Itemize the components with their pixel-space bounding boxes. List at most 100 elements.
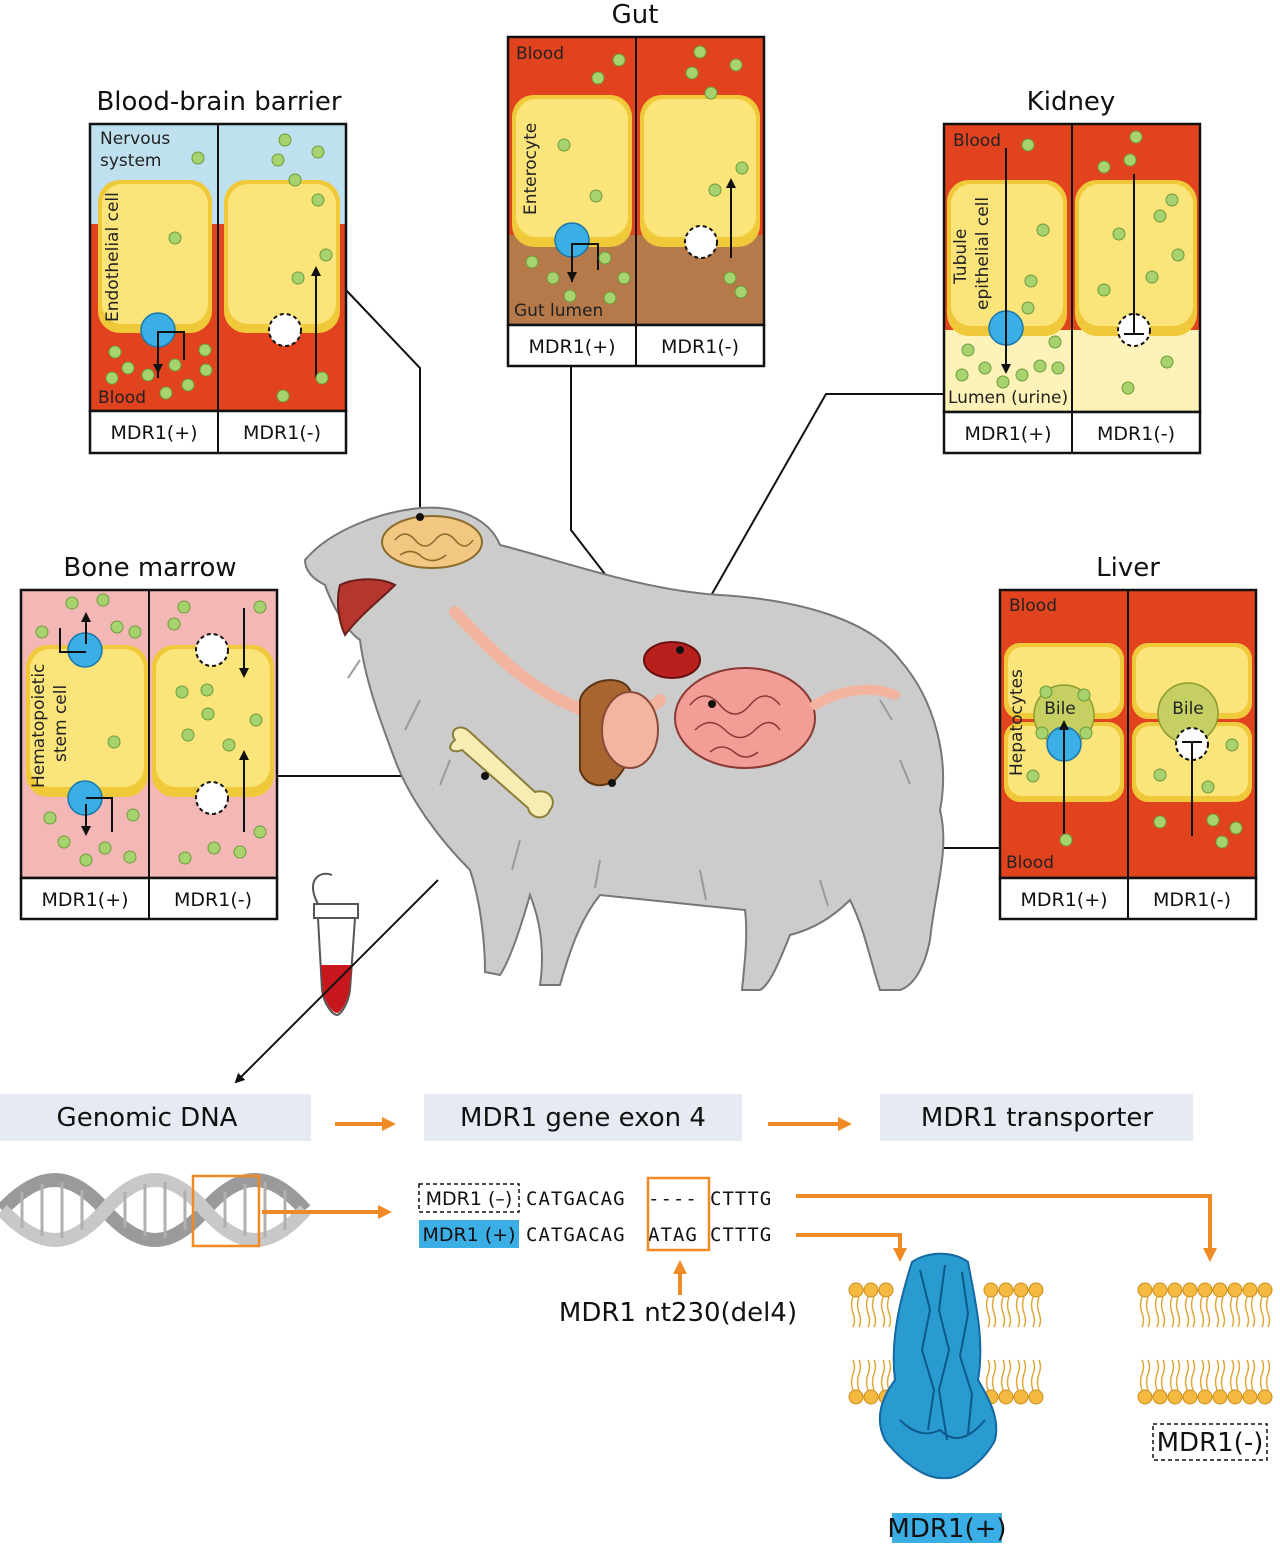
bbb-cell-left-body — [102, 184, 208, 324]
tube-cap — [312, 872, 359, 919]
membrane-positive-label-box — [892, 1513, 1002, 1543]
marrow-col-plus: MDR1(+) — [41, 889, 128, 911]
mutant-label: MDR1 (–) — [426, 1188, 513, 1210]
kidney-blocked-arrow — [1124, 174, 1144, 335]
sequence-comparison: MDR1 (–) CATGACAG ---- CTTTG MDR1 (+) CA… — [418, 1176, 1217, 1328]
panel-kidney: Kidney Blood Tubule epithelial cell Lume… — [942, 87, 1202, 455]
kidney-top-label: Blood — [953, 131, 1001, 151]
marker-marrow — [481, 772, 489, 780]
membrane-negative-label: MDR1(-) — [1157, 1428, 1264, 1458]
gut-drug-particles — [525, 45, 749, 305]
mutant-label-box — [418, 1183, 520, 1213]
panel-liver: Liver Bile Bile Blood Hepatocytes Blood … — [998, 553, 1258, 921]
panel-title-liver: Liver — [1096, 553, 1160, 583]
liver-drug-particles — [1026, 685, 1243, 849]
gut-cell-right-body — [644, 99, 756, 237]
marrow-cell-label-1: Hematopoietic — [29, 664, 49, 788]
blood-sample-tube — [312, 872, 359, 1017]
membrane-positive-label: MDR1(+) — [887, 1514, 1006, 1544]
kidney-col-minus: MDR1(-) — [1097, 423, 1175, 445]
step-transporter: MDR1 transporter — [921, 1103, 1153, 1133]
membrane-negative-label-box — [1152, 1423, 1268, 1461]
liver-bottom-label: Blood — [1006, 853, 1054, 873]
liver-bile-label-right: Bile — [1172, 699, 1204, 719]
dog-fur-strokes — [347, 659, 911, 907]
marker-kidney — [676, 646, 684, 654]
normal-insert: ATAG — [648, 1224, 698, 1246]
dog-stomach — [601, 691, 659, 769]
normal-seq-a: CATGACAG — [526, 1224, 626, 1246]
panel-title-kidney: Kidney — [1027, 87, 1116, 117]
gut-col-plus: MDR1(+) — [528, 336, 615, 358]
band-transporter — [880, 1094, 1193, 1141]
liver-top-label: Blood — [1009, 596, 1057, 616]
marrow-cell-label-2: stem cell — [51, 685, 71, 762]
gut-bottom-label: Gut lumen — [514, 301, 603, 321]
mutation-name: MDR1 nt230(del4) — [559, 1298, 797, 1328]
gut-cell-label: Enterocyte — [521, 123, 541, 215]
gut-cell-left-body — [516, 99, 628, 237]
bbb-missing-transporter — [268, 313, 302, 347]
bbb-col-plus: MDR1(+) — [110, 422, 197, 444]
band-exon4 — [424, 1094, 742, 1141]
marrow-missing-bottom — [195, 781, 229, 815]
gut-missing-transporter — [684, 225, 718, 259]
mutant-seq-a: CATGACAG — [526, 1188, 626, 1210]
dog-femur — [449, 726, 554, 819]
bbb-col-minus: MDR1(-) — [243, 422, 321, 444]
marker-gut — [708, 700, 716, 708]
panel-title-marrow: Bone marrow — [63, 553, 236, 583]
kidney-cell-label-1: Tubule — [951, 229, 971, 285]
step-exon4: MDR1 gene exon 4 — [460, 1103, 706, 1133]
marrow-missing-top — [195, 633, 229, 667]
gut-col-minus: MDR1(-) — [661, 336, 739, 358]
kidney-drug-particles — [955, 130, 1185, 395]
deletion-highlight-box — [646, 1176, 711, 1252]
dog-brain-folds — [394, 533, 474, 562]
liver-col-minus: MDR1(-) — [1153, 889, 1231, 911]
marker-liver — [608, 779, 616, 787]
liver-cell-label: Hepatocytes — [1007, 669, 1027, 776]
marrow-efflux-top — [59, 628, 86, 653]
panel-blood-brain-barrier: Blood-brain barrier Nervous system Endot… — [88, 87, 348, 455]
marrow-cell-left-body — [30, 649, 144, 787]
tube-blood — [321, 965, 352, 1013]
dna-highlight-box — [191, 1174, 261, 1248]
marrow-col-minus: MDR1(-) — [174, 889, 252, 911]
dog-intestines — [674, 667, 816, 769]
membrane-positive: MDR1(+) — [848, 1252, 1044, 1544]
bbb-cell-right-body — [228, 184, 336, 324]
mdr1-protein-helices — [899, 1264, 986, 1441]
dog-kidney-organ — [643, 641, 701, 679]
bbb-bottom-label: Blood — [98, 388, 146, 408]
flow-steps: Genomic DNA MDR1 gene exon 4 MDR1 transp… — [0, 1094, 1193, 1141]
connector-kidney — [679, 393, 944, 651]
membrane-negative: MDR1(-) — [1137, 1282, 1273, 1461]
panel-bone-marrow: Bone marrow Hematopoietic stem cell MDR1… — [19, 553, 279, 921]
kidney-bottom-label: Lumen (urine) — [948, 388, 1068, 408]
normal-label: MDR1 (+) — [422, 1224, 515, 1246]
band-genomic-dna — [0, 1094, 311, 1141]
kidney-cell-label-2: epithelial cell — [973, 197, 993, 310]
panel-title-bbb: Blood-brain barrier — [96, 87, 341, 117]
normal-label-box — [419, 1220, 519, 1248]
bbb-cell-label: Endothelial cell — [103, 192, 123, 322]
mutant-gap: ---- — [648, 1188, 698, 1210]
arrow-normal-to-membrane — [796, 1233, 907, 1262]
liver-blocked-arrow — [1182, 741, 1202, 836]
dog-brain — [381, 515, 483, 569]
dog-colon — [810, 684, 900, 710]
marrow-efflux-bottom — [86, 797, 113, 832]
normal-seq-b: CTTTG — [710, 1224, 772, 1246]
step-genomic-dna: Genomic DNA — [57, 1103, 238, 1133]
panel-gut: Gut Blood Enterocyte Gut lumen MDR1(+) M… — [506, 0, 766, 368]
bbb-top-label-2: system — [100, 151, 161, 171]
kidney-col-plus: MDR1(+) — [964, 423, 1051, 445]
dog-tongue — [336, 578, 397, 637]
panel-title-gut: Gut — [612, 0, 659, 30]
marrow-drug-particles — [35, 593, 267, 867]
dog-intestine-coils — [689, 695, 781, 758]
liver-bile-label-left: Bile — [1044, 699, 1076, 719]
gut-top-label: Blood — [516, 44, 564, 64]
